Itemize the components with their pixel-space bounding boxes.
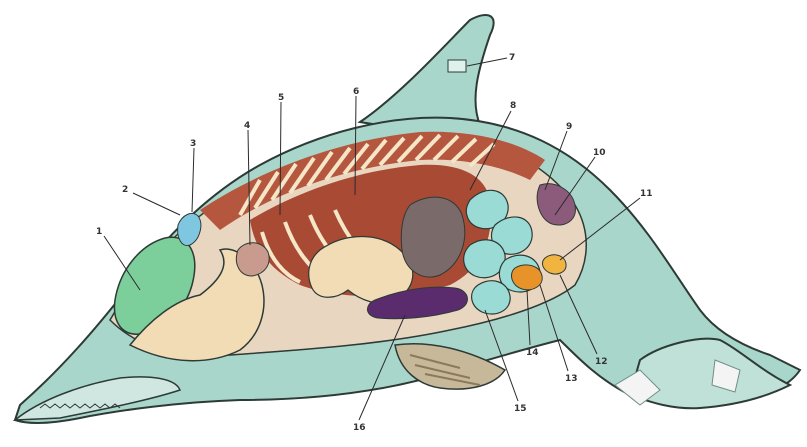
- label-1: 1: [96, 227, 102, 237]
- spleen: [511, 265, 542, 290]
- label-6: 6: [353, 87, 359, 97]
- label-5: 5: [278, 93, 284, 103]
- label-14: 14: [526, 348, 539, 358]
- dorsal-fin-marker: [448, 60, 466, 72]
- label-3: 3: [190, 139, 196, 149]
- label-8: 8: [510, 101, 516, 111]
- label-10: 10: [593, 148, 606, 158]
- heart: [236, 243, 269, 276]
- label-4: 4: [244, 121, 250, 131]
- label-13: 13: [565, 374, 578, 384]
- label-15: 15: [514, 404, 527, 414]
- label-7: 7: [509, 53, 515, 63]
- label-2: 2: [122, 185, 128, 195]
- label-12: 12: [595, 357, 608, 367]
- label-16: 16: [353, 423, 366, 433]
- label-11: 11: [640, 189, 653, 199]
- label-9: 9: [566, 122, 572, 132]
